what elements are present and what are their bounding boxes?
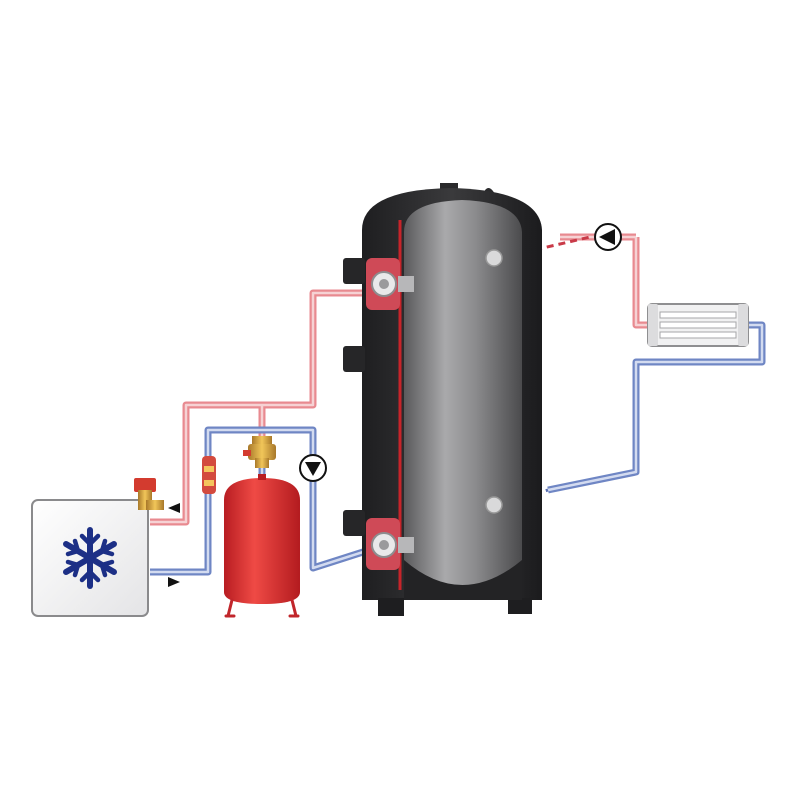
safety-valve <box>134 478 164 510</box>
circulation-pump-secondary <box>594 223 622 251</box>
tank-stub-lower <box>398 537 414 553</box>
pump-icon <box>599 229 615 245</box>
cold-pipe-radiator-return <box>547 321 766 494</box>
flow-arrow-supply-icon <box>168 577 180 587</box>
cold-pipe-radiator-return-core <box>547 323 764 492</box>
air-separator <box>202 456 216 494</box>
hot-pipe-tank-to-pump-core <box>634 237 650 327</box>
hot-pipe-chiller-to-tank-core <box>150 291 385 524</box>
tank-flange-upper <box>366 258 400 310</box>
tank-inner-vessel <box>404 200 522 590</box>
chiller-unit <box>31 499 149 617</box>
expansion-vessel <box>224 474 300 618</box>
vessel-stand <box>224 598 300 618</box>
tank-sensor-hot <box>485 249 503 267</box>
fan-coil-radiator <box>647 303 749 347</box>
tank-sensor-cold <box>485 496 503 514</box>
tank-foot-left <box>378 598 404 616</box>
tank-stub-upper <box>398 276 414 292</box>
buffer-tank <box>343 183 542 616</box>
tank-nozzle-1 <box>343 258 365 284</box>
tank-bottom-dish <box>404 560 522 600</box>
tank-foot-right <box>508 598 532 614</box>
tank-nozzle-3 <box>343 510 365 536</box>
pump-icon <box>305 462 321 476</box>
fill-valve <box>243 436 276 468</box>
tank-nozzle-2 <box>343 346 365 372</box>
snowflake-icon <box>63 527 117 589</box>
cold-pipe-chiller-return-core <box>150 428 386 574</box>
tank-flange-lower <box>366 518 400 570</box>
flow-arrow-return-icon <box>168 503 180 513</box>
hot-pipes <box>150 233 650 526</box>
circulation-pump-primary <box>299 454 327 482</box>
